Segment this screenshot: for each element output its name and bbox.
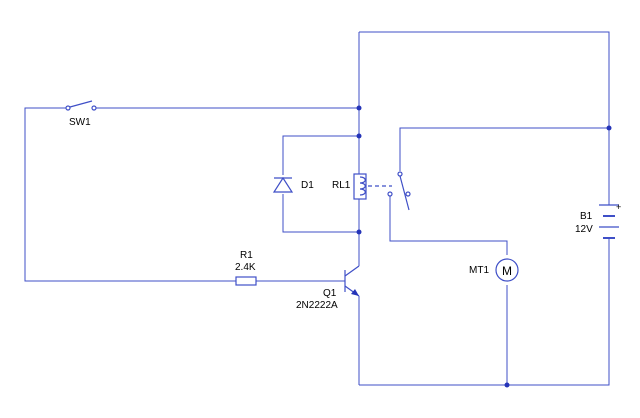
switch-sw1[interactable]: SW1 (65, 100, 97, 128)
wire-top-rail (359, 31, 610, 205)
diode-d1[interactable]: D1 (272, 176, 314, 193)
junctions (356, 105, 612, 388)
junction-dot (606, 125, 612, 131)
wire-right-rail-bottom (359, 238, 610, 386)
relay-coil-box (353, 173, 367, 200)
motor-symbol: M (502, 264, 512, 278)
wire-contact-to-supply (399, 127, 609, 171)
junction-dot (356, 133, 362, 139)
relay-coil-winding (359, 176, 366, 196)
switch-lever (69, 100, 93, 108)
wire-left-loop (24, 107, 236, 282)
diode-anode-triangle (272, 176, 294, 193)
junction-dot (356, 105, 362, 111)
junction-dot (356, 229, 362, 235)
transistor-ref-label: Q1 (323, 288, 337, 299)
relay-contact-no (387, 191, 393, 197)
battery-plus-sign: + (616, 202, 621, 212)
wire-diode-top (282, 135, 359, 175)
motor-label: MT1 (469, 265, 489, 276)
resistor-ref-label: R1 (240, 250, 253, 261)
relay-label: RL1 (332, 180, 351, 191)
battery-b1[interactable]: + B1 12V (575, 202, 621, 239)
resistor-body (235, 276, 257, 286)
junction-dot (504, 382, 510, 388)
relay-contact-common (397, 171, 403, 177)
transistor-collector-leg (344, 265, 360, 277)
relay-contact-arm (399, 175, 410, 211)
switch-terminal-left (65, 105, 71, 111)
motor-mt1[interactable]: M MT1 (469, 258, 519, 282)
wire-diode-bottom (282, 194, 359, 233)
wires (24, 31, 610, 386)
resistor-value-label: 2.4K (235, 262, 256, 273)
transistor-q1[interactable]: Q1 2N2222A (296, 265, 360, 311)
motor-body (495, 258, 519, 282)
switch-terminal-right (91, 105, 97, 111)
switch-label: SW1 (69, 117, 91, 128)
transistor-emitter-arrow (351, 289, 359, 296)
battery-value-label: 12V (575, 224, 593, 235)
diode-label: D1 (301, 180, 314, 191)
battery-ref-label: B1 (580, 211, 593, 222)
resistor-r1[interactable]: R1 2.4K (235, 250, 257, 286)
relay-contact-nc (405, 191, 411, 197)
transistor-value-label: 2N2222A (296, 300, 338, 311)
wire-contact-to-motor (389, 194, 508, 255)
relay-rl1[interactable]: RL1 (332, 171, 411, 211)
